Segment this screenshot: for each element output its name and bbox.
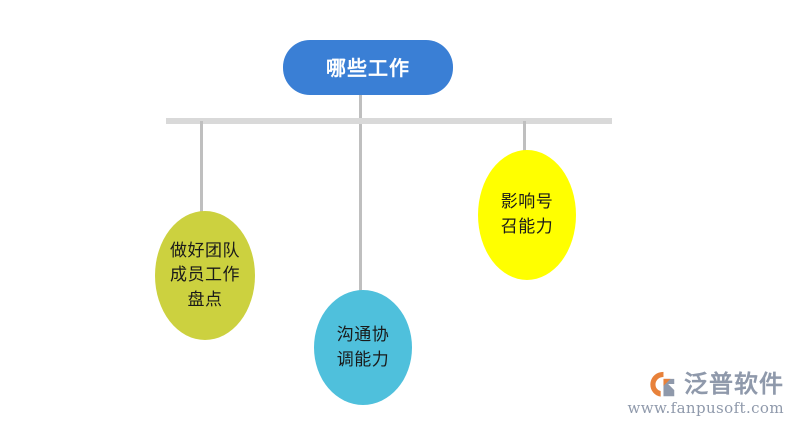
watermark-top-row: 泛普软件 bbox=[648, 369, 784, 399]
branch-node-3[interactable]: 影响号 召能力 bbox=[478, 150, 576, 280]
root-node[interactable]: 哪些工作 bbox=[283, 40, 453, 95]
branch-node-1-label: 做好团队 成员工作 盘点 bbox=[170, 240, 240, 310]
branch-node-1[interactable]: 做好团队 成员工作 盘点 bbox=[155, 211, 255, 340]
fanpu-logo-icon bbox=[650, 371, 675, 397]
watermark: 泛普软件 www.fanpusoft.com bbox=[628, 369, 784, 416]
branch-node-2-label: 沟通协 调能力 bbox=[336, 324, 390, 370]
connector-branch-1 bbox=[200, 121, 203, 213]
watermark-url-text: www.fanpusoft.com bbox=[627, 399, 784, 417]
connector-root-to-branch-2 bbox=[359, 95, 362, 291]
root-node-label: 哪些工作 bbox=[326, 55, 410, 80]
connector-branch-3 bbox=[523, 121, 526, 153]
branch-node-3-label: 影响号 召能力 bbox=[500, 192, 554, 237]
spine-bar bbox=[166, 118, 612, 124]
branch-node-2[interactable]: 沟通协 调能力 bbox=[314, 290, 412, 405]
watermark-brand-text: 泛普软件 bbox=[684, 370, 784, 398]
